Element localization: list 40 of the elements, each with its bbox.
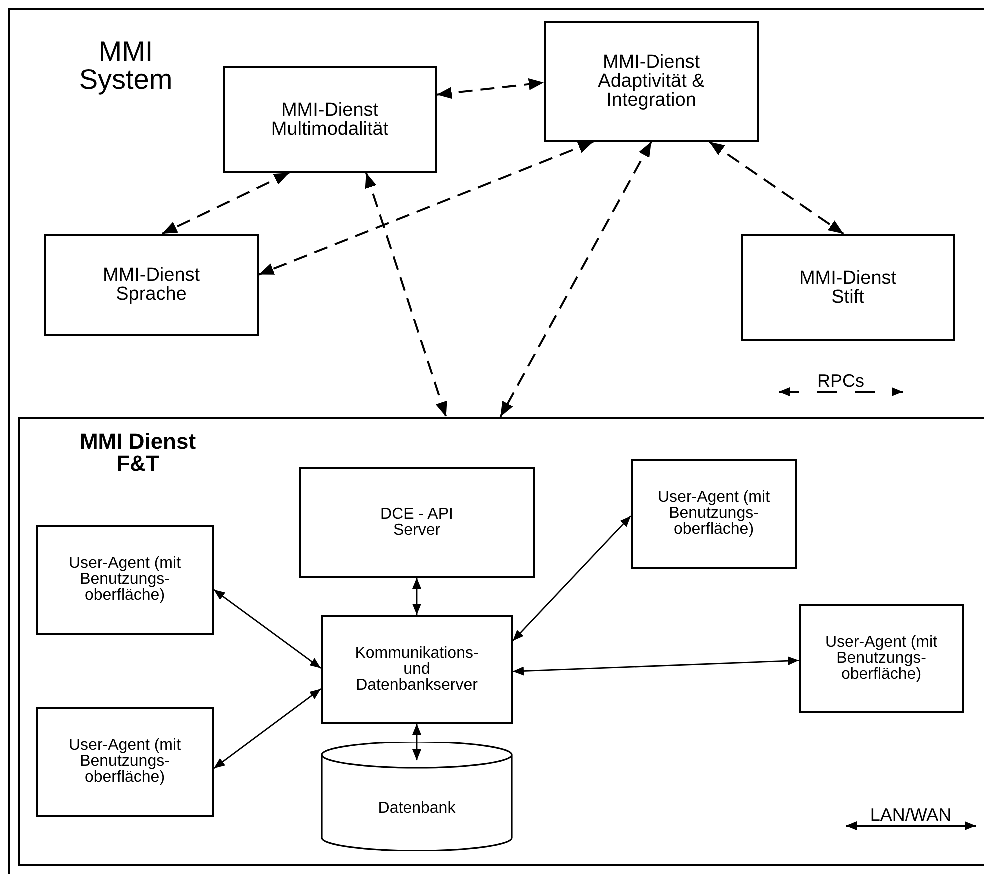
arrow [512,656,800,676]
arrow [162,172,290,235]
service-box [631,459,797,569]
arrow [708,141,844,235]
node-label: MMI-Dienst Adaptivität & Integration [597,53,706,110]
node-label: Datenbank [378,800,456,816]
service-box [799,604,964,713]
legend-label: RPCs [816,372,866,390]
arrow [412,578,422,615]
node-label: MMI-Dienst Stift [798,268,898,306]
service-box [544,21,759,142]
service-box [321,615,513,724]
group-frame [8,8,984,874]
node-label: MMI-Dienst Sprache [102,266,202,304]
service-box [36,525,214,635]
service-box [223,66,437,173]
service-box [44,234,259,336]
arrow [365,172,448,418]
arrow [412,724,422,761]
node-label: Kommunikations- und Datenbankserver [354,646,480,694]
arrow [436,78,544,100]
arrow [512,516,632,642]
database-cylinder [321,742,513,851]
group-title: MMI System [78,38,174,94]
node-label: User-Agent (mit Benutzungs- oberfläche) [656,490,772,538]
legend-label: LAN/WAN [869,806,953,824]
arrow [214,589,322,669]
node-label: User-Agent (mit Benutzungs- oberfläche) [68,556,182,604]
node-label: DCE - API Server [380,506,454,538]
arrow [500,142,652,418]
arrow [214,688,322,770]
group-frame [18,417,984,866]
service-box [299,467,535,578]
service-box [741,234,955,341]
node-label: User-Agent (mit Benutzungs- oberfläche) [68,738,182,786]
node-label: User-Agent (mit Benutzungs- oberfläche) [824,634,939,682]
node-label: MMI-Dienst Multimodalität [270,100,390,138]
group-title: MMI Dienst F&T [78,431,198,475]
arrow [258,141,594,276]
service-box [36,707,214,817]
